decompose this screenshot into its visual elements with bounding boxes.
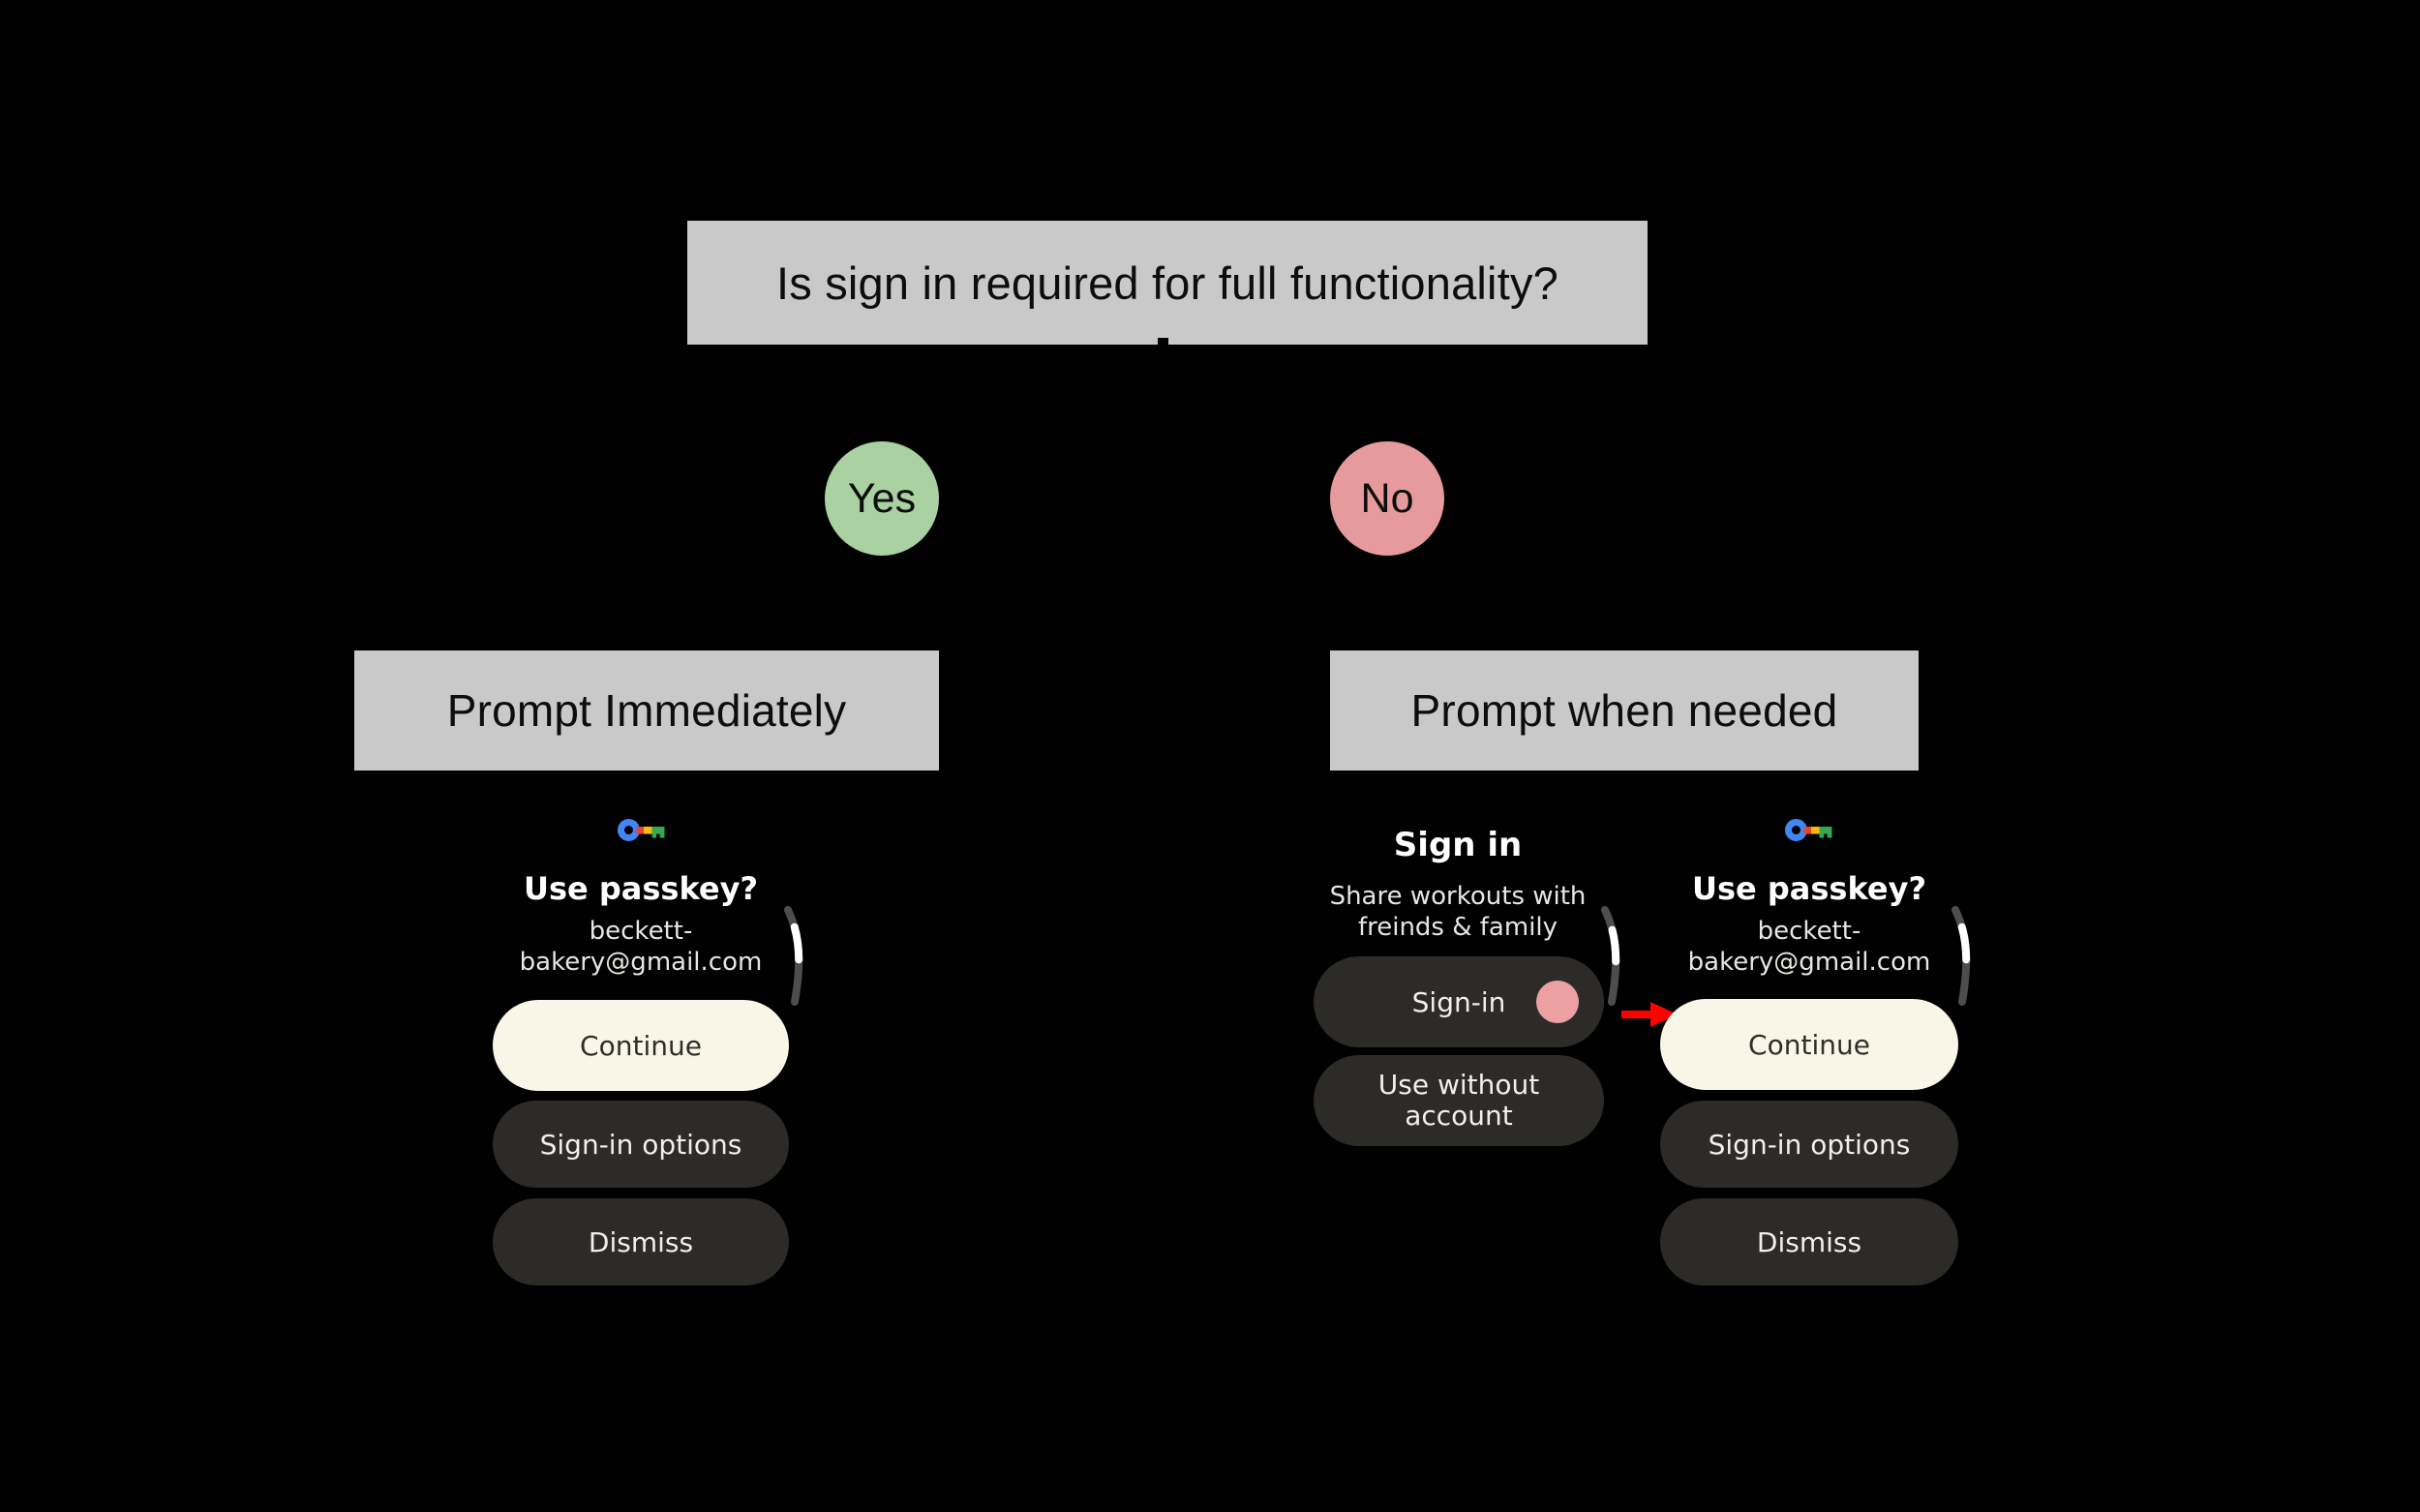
question-text: Is sign in required for full functionali… (775, 257, 1558, 309)
email-line2: bakery@gmail.com (519, 948, 763, 977)
scroll-indicator[interactable] (1597, 906, 1632, 1007)
dismiss-button[interactable]: Dismiss (1660, 1198, 1958, 1285)
scroll-indicator[interactable] (780, 906, 815, 1007)
tap-indicator (1536, 981, 1579, 1023)
continue-label: Continue (1748, 1028, 1870, 1061)
sign-in-button[interactable]: Sign-in (1314, 956, 1604, 1047)
connector-tick-immediate (639, 641, 650, 653)
sign-in-options-label: Sign-in options (539, 1128, 742, 1161)
connector-tick-when-needed (1618, 641, 1629, 653)
branch-yes-label: Yes (847, 474, 917, 522)
account-email: beckett- bakery@gmail.com (447, 916, 834, 978)
scroll-indicator[interactable] (1948, 906, 1982, 1007)
branch-no-circle: No (1330, 441, 1444, 556)
sign-in-options-button[interactable]: Sign-in options (493, 1101, 789, 1188)
sign-in-title: Sign in (1393, 826, 1523, 864)
email-line2: bakery@gmail.com (1687, 948, 1931, 977)
outcome-when-needed-label: Prompt when needed (1410, 685, 1838, 736)
sign-in-button-label: Sign-in (1411, 985, 1506, 1018)
branch-no-label: No (1360, 474, 1414, 522)
passkey-icon (1785, 818, 1833, 844)
continue-button[interactable]: Continue (1660, 999, 1958, 1090)
email-line1: beckett- (589, 917, 693, 946)
dismiss-label: Dismiss (588, 1225, 694, 1258)
outcome-immediate-box: Prompt Immediately (354, 650, 939, 771)
dismiss-button[interactable]: Dismiss (493, 1198, 789, 1285)
passkey-title: Use passkey? (523, 870, 758, 907)
question-box: Is sign in required for full functionali… (687, 221, 1648, 345)
outcome-immediate-label: Prompt Immediately (446, 685, 847, 736)
account-email: beckett- bakery@gmail.com (1616, 916, 2003, 978)
arrow-right-icon (1619, 1000, 1679, 1029)
use-without-account-button[interactable]: Use without account (1314, 1055, 1604, 1146)
dismiss-label: Dismiss (1756, 1225, 1862, 1258)
sign-in-subtitle: Share workouts with freinds & family (1264, 881, 1651, 943)
continue-button[interactable]: Continue (493, 1000, 789, 1091)
continue-label: Continue (580, 1029, 702, 1062)
passkey-icon (618, 818, 666, 844)
subtitle-line2: freinds & family (1357, 913, 1558, 942)
sign-in-options-label: Sign-in options (1708, 1128, 1911, 1161)
sign-in-options-button[interactable]: Sign-in options (1660, 1101, 1958, 1188)
connector-tick-question (1158, 338, 1168, 350)
subtitle-line1: Share workouts with (1329, 882, 1587, 911)
email-line1: beckett- (1757, 917, 1861, 946)
outcome-when-needed-box: Prompt when needed (1330, 650, 1919, 771)
use-without-account-label: Use without account (1377, 1069, 1540, 1132)
passkey-title: Use passkey? (1691, 870, 1926, 907)
branch-yes-circle: Yes (825, 441, 939, 556)
